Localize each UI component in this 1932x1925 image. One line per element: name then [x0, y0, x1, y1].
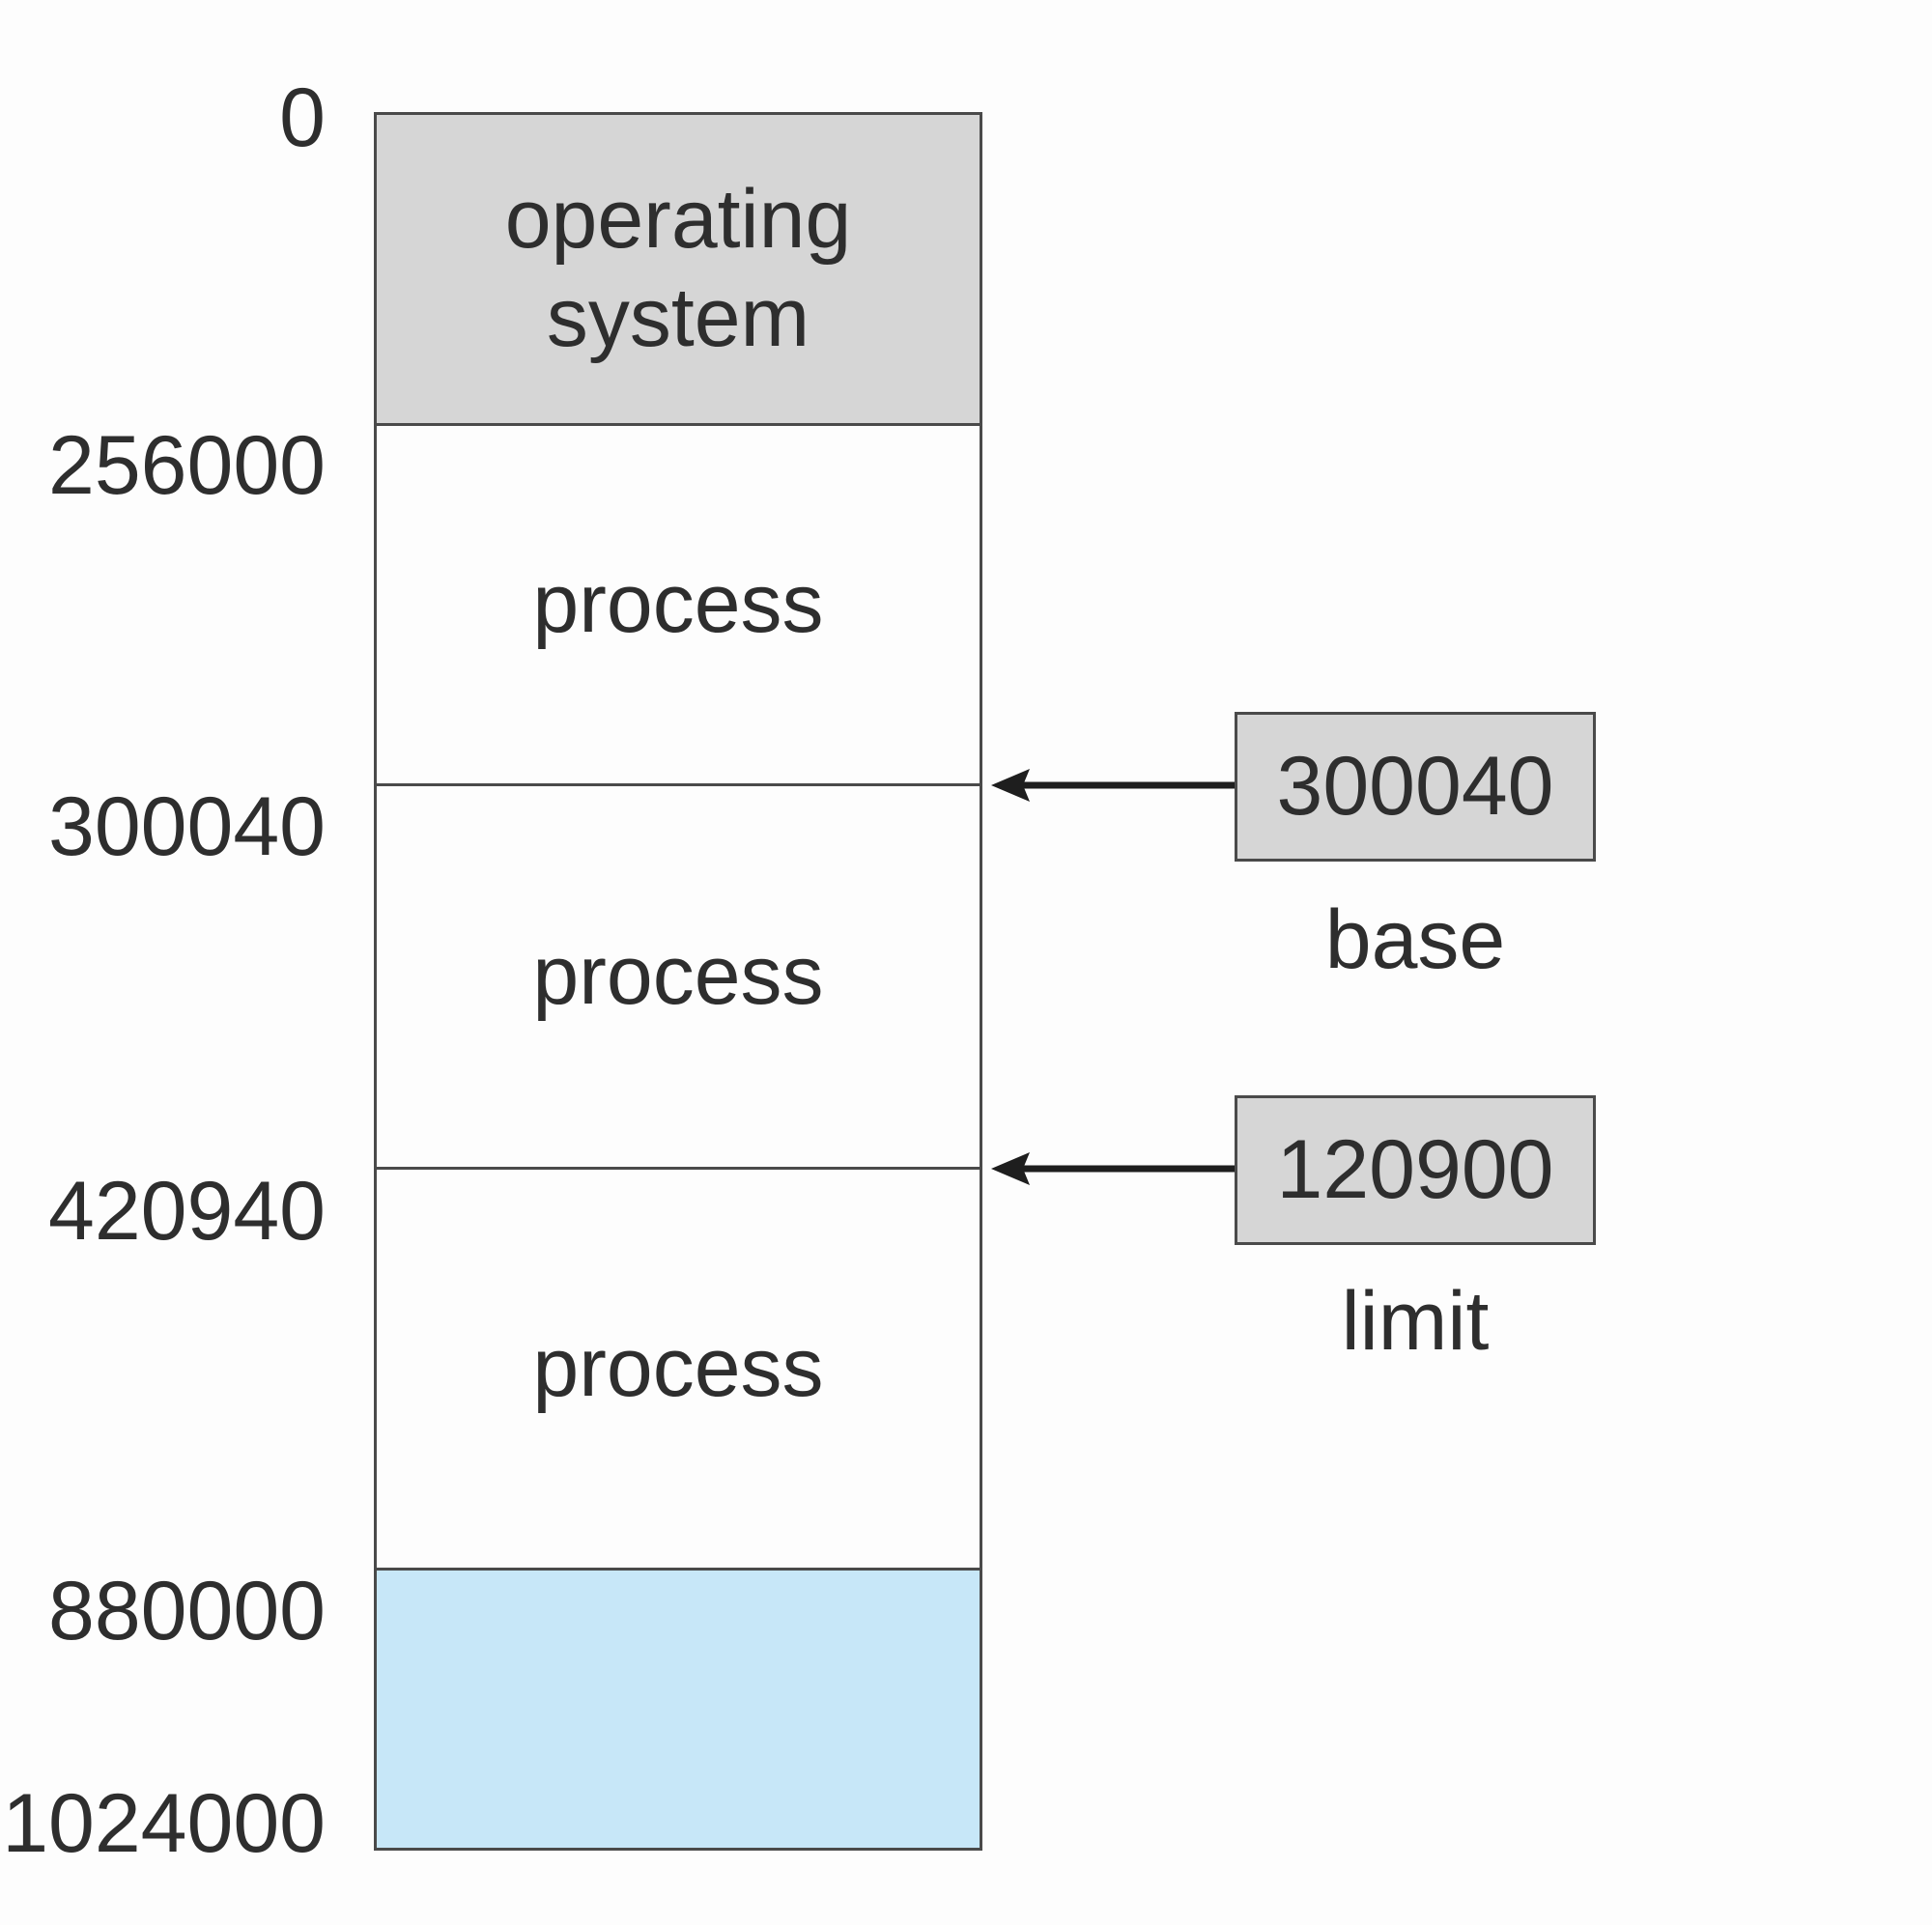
address-label-880000: 880000: [48, 1565, 326, 1657]
address-label-0: 0: [279, 71, 326, 164]
process-segment-1: process: [374, 423, 982, 786]
process-segment-1-label: process: [532, 557, 824, 651]
limit-register-value: 120900: [1276, 1123, 1554, 1216]
memory-column: operating system process process process: [374, 112, 986, 1851]
process-segment-2-label: process: [532, 929, 824, 1023]
process-segment-2: process: [374, 783, 982, 1170]
address-label-300040: 300040: [48, 780, 326, 873]
limit-register: 120900: [1235, 1095, 1596, 1245]
limit-arrow: [991, 1152, 1235, 1185]
base-arrowhead-icon: [991, 769, 1030, 802]
os-segment-label-line2: system: [546, 270, 810, 364]
base-arrow: [991, 769, 1235, 802]
address-label-420940: 420940: [48, 1165, 326, 1258]
os-segment-label-line1: operating: [504, 173, 852, 267]
base-register-label: base: [1324, 893, 1506, 986]
limit-arrowhead-icon: [991, 1152, 1030, 1185]
free-memory-segment: [374, 1568, 982, 1851]
address-label-1024000: 1024000: [2, 1777, 326, 1870]
base-register-value: 300040: [1276, 740, 1554, 833]
address-label-256000: 256000: [48, 419, 326, 512]
process-segment-3-label: process: [532, 1321, 824, 1415]
limit-register-label: limit: [1341, 1275, 1490, 1368]
base-register: 300040: [1235, 712, 1596, 862]
